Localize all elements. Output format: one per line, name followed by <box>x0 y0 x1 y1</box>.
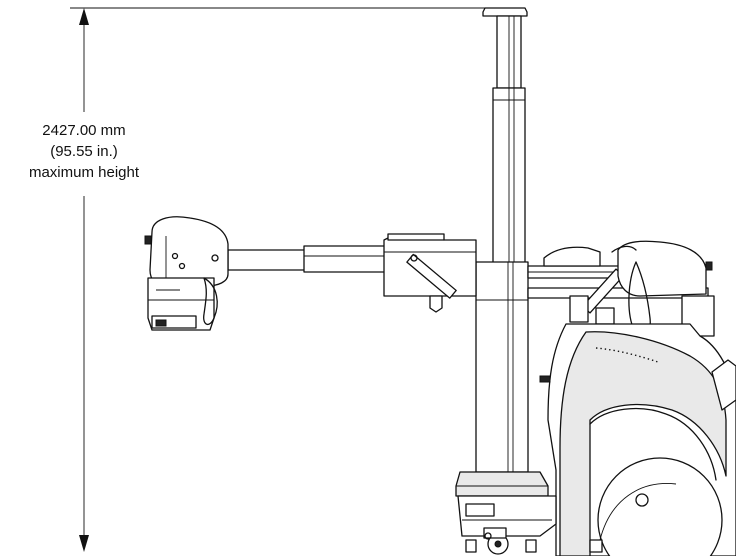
cabinet-vent-row <box>595 347 659 363</box>
arm-tube-thin <box>227 249 307 271</box>
height-caption: maximum height <box>28 164 140 181</box>
collimator-handle <box>203 277 218 325</box>
carriage-top-plate <box>387 233 445 241</box>
height-mm: 2427.00 mm <box>42 122 126 139</box>
caster-fork <box>483 527 507 539</box>
rear-upright-block <box>595 307 615 325</box>
tube-yoke <box>149 216 229 287</box>
height-in: (95.55 in.) <box>50 143 118 160</box>
telescopic-arm <box>227 233 477 313</box>
column-mast <box>455 7 549 497</box>
arm-handle <box>406 253 457 299</box>
large-wheel <box>597 457 723 556</box>
arrowhead-top <box>79 8 89 25</box>
cabinet-rear-handle <box>711 359 736 411</box>
cabinet-front-panel <box>559 331 727 556</box>
cabinet-wheel-arch <box>589 407 717 481</box>
cabinet-side-latch <box>539 375 551 383</box>
tube-head <box>144 216 229 331</box>
cabinet-top-cover <box>543 246 601 267</box>
rear-upright <box>569 295 589 323</box>
rear-arm-assembly <box>527 240 715 338</box>
rear-knob <box>705 261 713 271</box>
mast-top-cap <box>482 7 528 17</box>
arm-carriage <box>383 235 477 297</box>
wheels <box>457 457 723 556</box>
rear-tube-head <box>617 240 707 297</box>
dimension-line <box>70 7 490 552</box>
tube-side-knob <box>144 235 152 245</box>
arm-tube-mid <box>303 245 387 273</box>
column-base <box>455 471 549 497</box>
height-dimension-label: 2427.00 mm (95.55 in.) maximum height <box>0 120 168 183</box>
mast-lower-column <box>475 261 529 473</box>
carriage-bracket <box>429 295 443 313</box>
rear-arm-rail-lower <box>527 287 709 299</box>
large-wheel-hub <box>635 493 649 507</box>
arrowhead-bottom <box>79 535 89 552</box>
caster-wheel-hub <box>494 540 502 548</box>
